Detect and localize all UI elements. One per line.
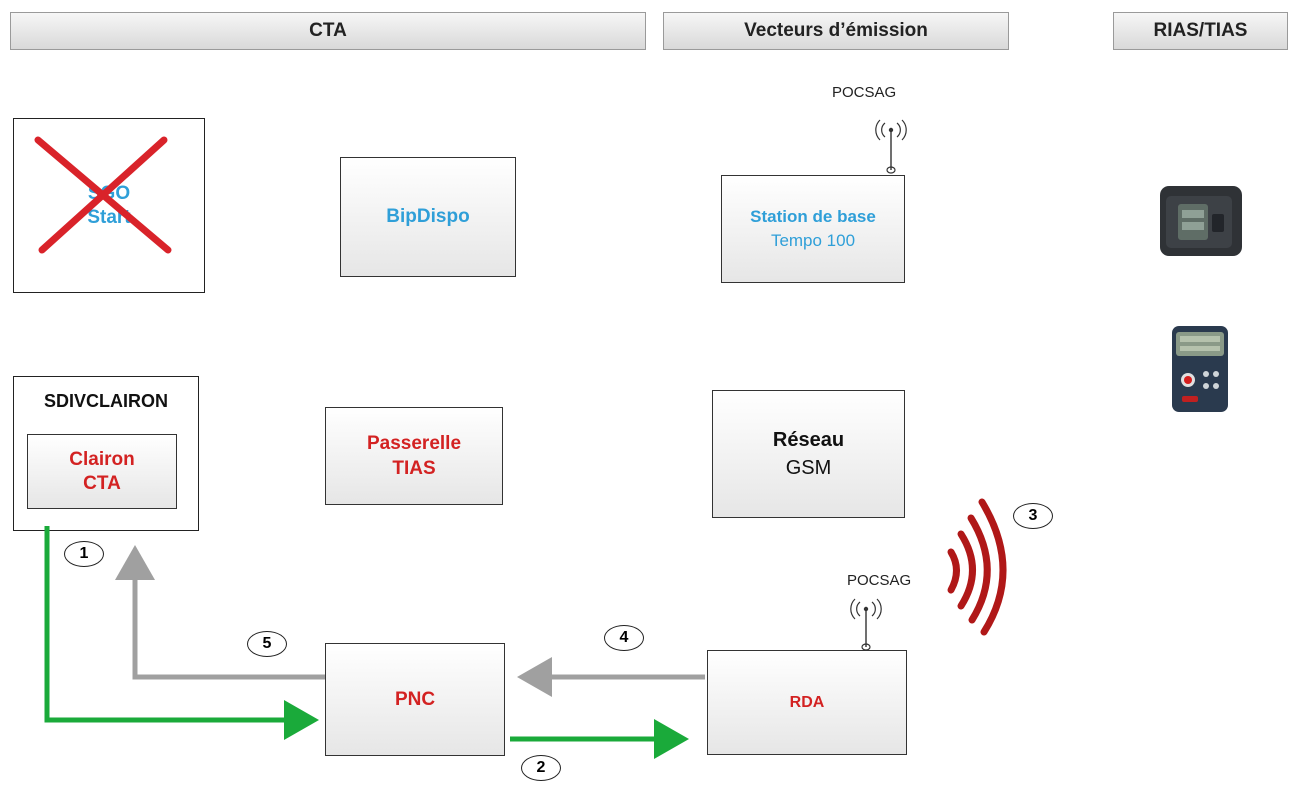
tempo-label: Tempo 100 [770,231,856,250]
reseau-gsm-box: Réseau GSM [712,390,905,518]
cancel-cross-icon [34,136,172,254]
station-de-base-box: Station de base Tempo 100 [721,175,905,283]
step-5-badge: 5 [247,631,287,657]
flow-arrow-5 [115,545,325,680]
rda-label: RDA [789,693,825,711]
header-cta: CTA [10,12,646,50]
pocsag-top-label: POCSAG [832,84,897,101]
step-1-badge: 1 [64,541,104,567]
pocsag-bottom-label: POCSAG [847,572,912,589]
header-rias-label: RIAS/TIAS [1153,20,1248,41]
pager-device-icon [1160,186,1242,256]
bipdispo-label: BipDispo [386,206,470,227]
step-2-badge: 2 [521,755,561,781]
radio-waves-icon [947,498,1007,636]
bipdispo-box: BipDispo [340,157,516,277]
pnc-label: PNC [394,688,436,710]
header-vecteurs-label: Vecteurs d’émission [744,20,928,41]
rda-box: RDA [707,650,907,755]
header-rias-tias: RIAS/TIAS [1113,12,1288,50]
clairon-cta-box: Clairon CTA [27,434,177,509]
header-cta-label: CTA [309,20,347,41]
passerelle-label: Passerelle [366,433,462,454]
step-3-badge: 3 [1013,503,1053,529]
passerelle-tias-box: Passerelle TIAS [325,407,503,505]
clairon-label: Clairon [69,448,135,470]
gsm-label: GSM [785,457,832,479]
step-4-badge: 4 [604,625,644,651]
cta-label: CTA [83,472,121,494]
pnc-box: PNC [325,643,505,756]
tias-label: TIAS [392,458,436,479]
sdivclairon-title: SDIVCLAIRON [43,391,168,411]
reseau-label: Réseau [772,429,845,451]
antenna-icon [850,598,882,651]
header-vecteurs: Vecteurs d’émission [663,12,1009,50]
antenna-icon [875,119,907,174]
pager-keypad-icon [1172,326,1228,412]
station-label: Station de base [750,207,876,226]
flow-arrow-1 [44,526,319,740]
